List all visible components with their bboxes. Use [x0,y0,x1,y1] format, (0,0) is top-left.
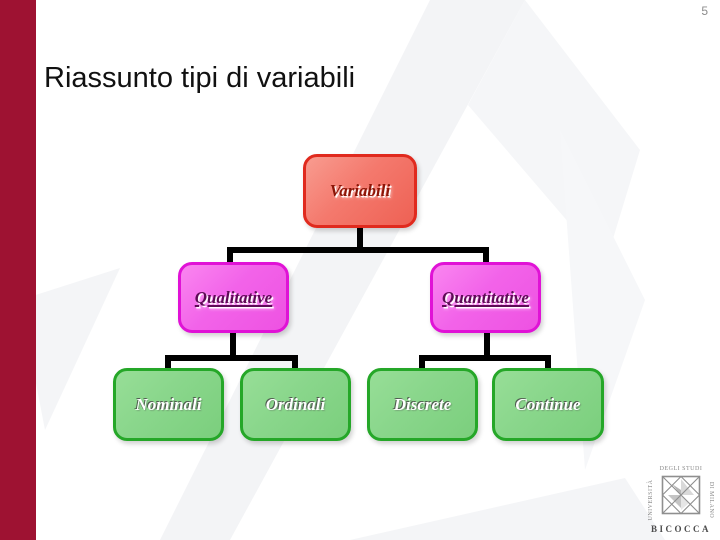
tree-node-branch-quantitative: Quantitative [430,262,541,333]
tree-node-label: Ordinali [265,394,326,414]
logo-text-universita: UNIVERSITÀ [648,479,654,521]
logo-text-bicocca: BICOCCA [650,524,711,534]
tree-node-leaf-continue: Continue [492,368,604,441]
tree-node-branch-qualitative: Qualitative [178,262,289,333]
tree-node-leaf-discrete: Discrete [367,368,478,441]
bicocca-emblem-icon [661,475,701,515]
logo-text-degli-studi: DEGLI STUDI [659,466,703,472]
tree-node-label: Nominali [135,394,202,414]
page-number: 5 [701,4,708,18]
tree-node-label: Continue [515,394,581,414]
tree-node-root: Variabili [303,154,417,228]
tree-node-label: Qualitative [194,287,273,307]
tree-node-label: Discrete [393,394,452,414]
tree-node-label: Variabili [329,181,391,200]
university-bicocca-logo: UNIVERSITÀ DEGLI STUDI DI MILANO BICOCCA [645,466,717,534]
logo-text-di-milano: DI MILANO [708,481,714,519]
tree-node-label: Quantitative [442,287,529,307]
tree-node-leaf-ordinali: Ordinali [240,368,351,441]
left-accent-bar [0,0,36,540]
slide-title: Riassunto tipi di variabili [44,62,356,94]
tree-node-leaf-nominali: Nominali [113,368,224,441]
